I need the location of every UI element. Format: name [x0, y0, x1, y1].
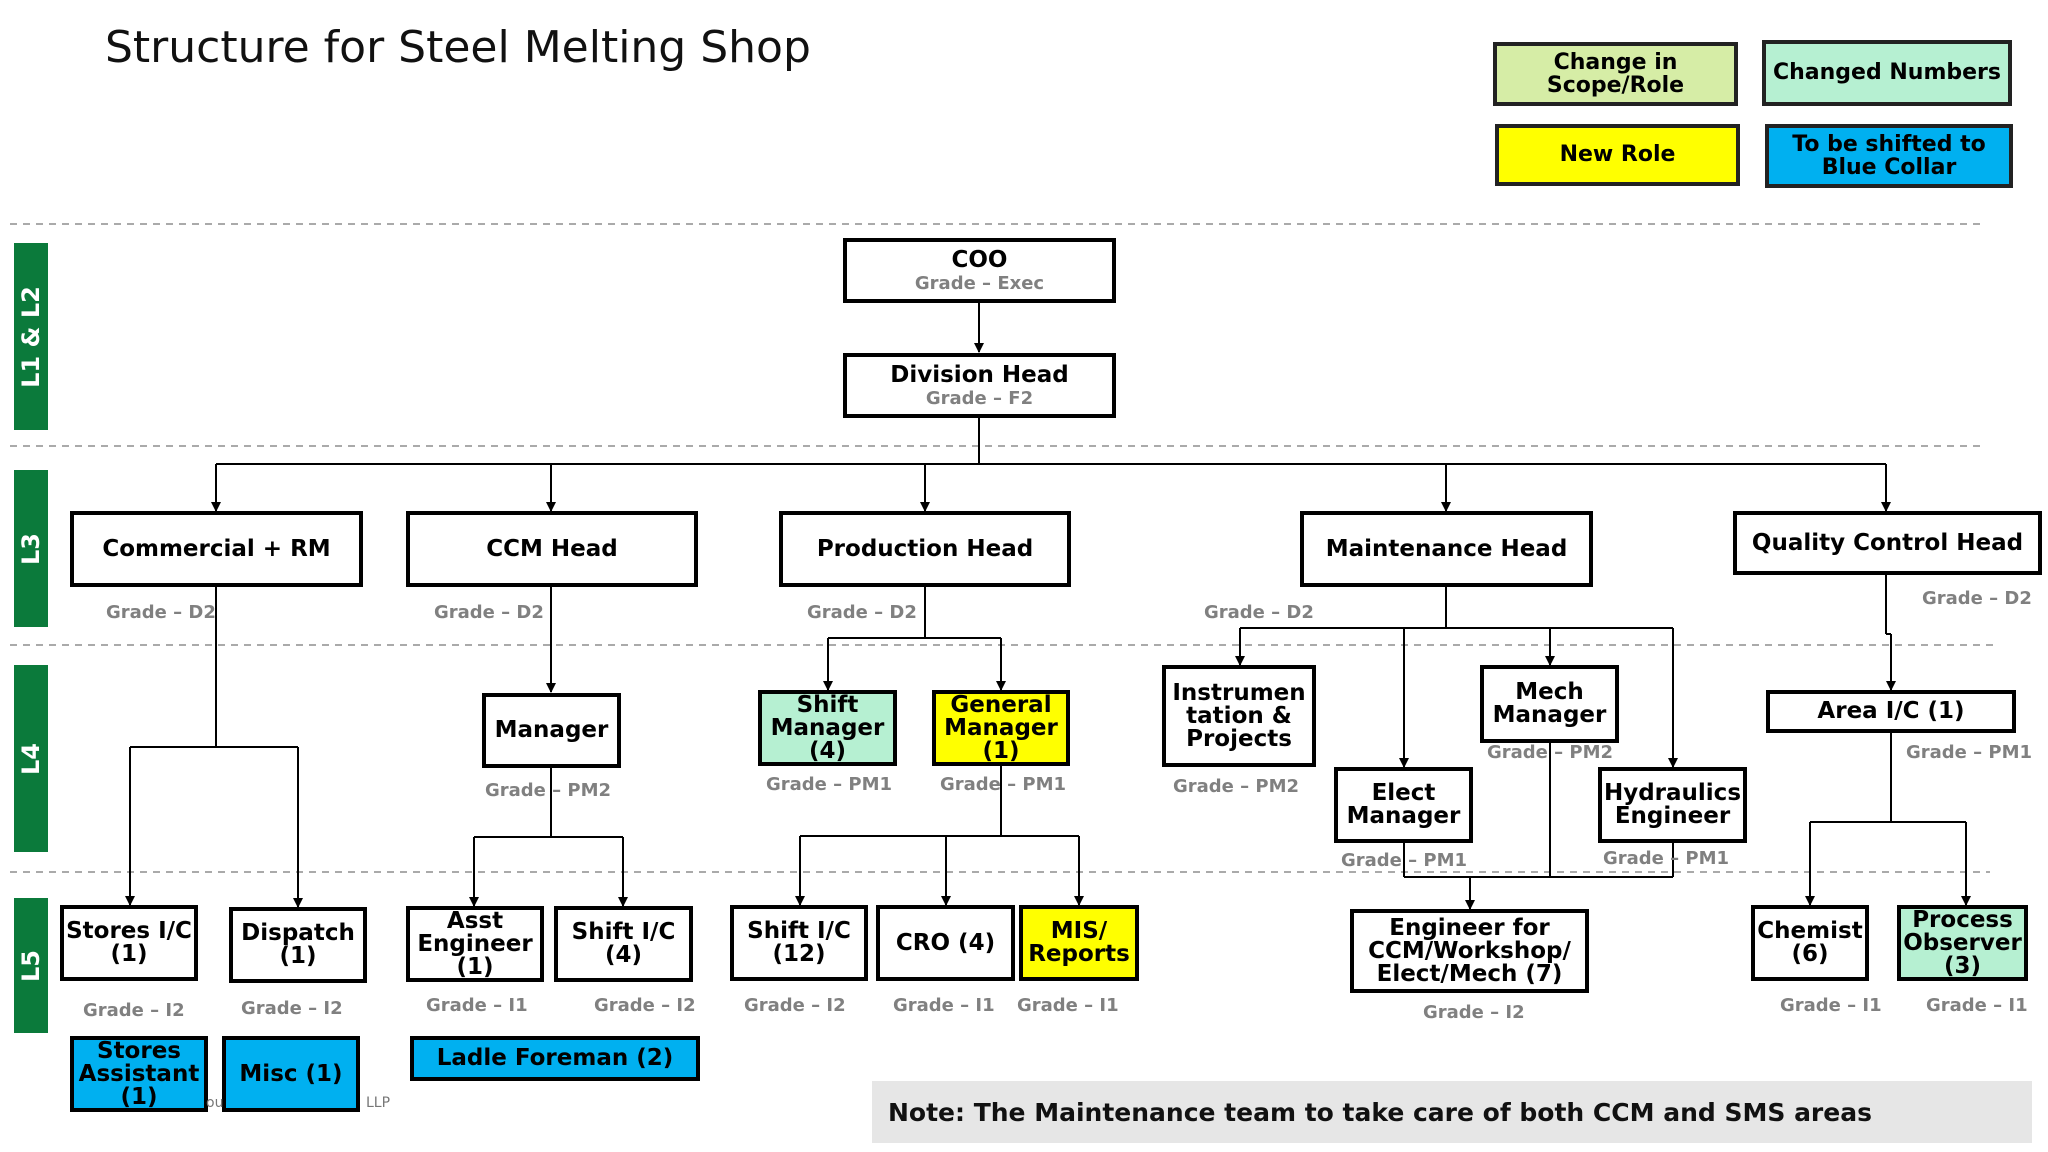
node-ladle-foreman: Ladle Foreman (2): [410, 1036, 700, 1081]
node-label: Division Head: [890, 361, 1069, 388]
node-maintenance-head: Maintenance Head: [1300, 511, 1593, 587]
grade-maintenance-head: Grade – D2: [1204, 602, 1314, 623]
grade-production-head: Grade – D2: [807, 602, 917, 623]
node-area-ic: Area I/C (1): [1766, 690, 2016, 733]
node-hydraulics-engineer: Hydraulics Engineer: [1598, 767, 1747, 843]
grade-engineer-ccm: Grade – I2: [1423, 1002, 1525, 1023]
maintenance-note: Note: The Maintenance team to take care …: [872, 1081, 2032, 1143]
node-mis-reports: MIS/ Reports: [1019, 905, 1139, 981]
node-engineer-ccm: Engineer for CCM/Workshop/ Elect/Mech (7…: [1350, 909, 1589, 993]
grade-cro: Grade – I1: [893, 995, 995, 1016]
level-band-l4: L4: [14, 665, 48, 852]
node-shift-ic-4: Shift I/C (4): [554, 906, 693, 982]
grade-mis-reports: Grade – I1: [1017, 995, 1119, 1016]
legend-blue-collar: To be shifted to Blue Collar: [1765, 124, 2013, 188]
grade-mech-manager: Grade – PM2: [1487, 742, 1614, 763]
node-process-observer: Process Observer (3): [1897, 905, 2028, 981]
node-ccm-head: CCM Head: [406, 511, 698, 587]
level-band-l3: L3: [14, 470, 48, 627]
grade-quality-control-head: Grade – D2: [1922, 588, 2032, 609]
node-general-manager: General Manager (1): [932, 690, 1070, 766]
grade-stores-ic: Grade – I2: [83, 1000, 185, 1021]
node-elect-manager: Elect Manager: [1334, 767, 1473, 843]
grade-elect-manager: Grade – PM1: [1341, 850, 1468, 871]
node-mech-manager: Mech Manager: [1480, 665, 1619, 743]
grade-dispatch: Grade – I2: [241, 998, 343, 1019]
grade-shift-ic-12: Grade – I2: [744, 995, 846, 1016]
level-band-l5: L5: [14, 898, 48, 1033]
grade-manager: Grade – PM2: [485, 780, 612, 801]
grade-shift-manager: Grade – PM1: [766, 774, 893, 795]
page-title: Structure for Steel Melting Shop: [105, 22, 811, 73]
node-production-head: Production Head: [779, 511, 1071, 587]
grade-asst-engineer: Grade – I1: [426, 995, 528, 1016]
grade-commercial-rm: Grade – D2: [106, 602, 216, 623]
node-misc: Misc (1): [222, 1036, 360, 1112]
node-cro: CRO (4): [876, 905, 1015, 981]
node-dispatch: Dispatch (1): [229, 907, 367, 983]
grade-shift-ic-4: Grade – I2: [594, 995, 696, 1016]
footer-fragment-left: ou: [206, 1095, 224, 1111]
node-label: COO: [951, 246, 1008, 273]
node-quality-control-head: Quality Control Head: [1733, 511, 2042, 575]
grade-process-observer: Grade – I1: [1926, 995, 2028, 1016]
node-grade: Grade – F2: [925, 387, 1034, 409]
legend-change-scope: Change in Scope/Role: [1493, 42, 1738, 106]
grade-general-manager: Grade – PM1: [940, 774, 1067, 795]
node-commercial-rm: Commercial + RM: [70, 511, 363, 587]
node-stores-assistant: Stores Assistant (1): [70, 1036, 208, 1112]
grade-chemist: Grade – I1: [1780, 995, 1882, 1016]
grade-ccm-head: Grade – D2: [434, 602, 544, 623]
legend-new-role: New Role: [1495, 124, 1740, 186]
legend-changed-numbers: Changed Numbers: [1762, 40, 2012, 106]
grade-area-ic: Grade – PM1: [1906, 742, 2033, 763]
node-chemist: Chemist (6): [1751, 905, 1869, 981]
footer-fragment-right: LLP: [366, 1095, 391, 1111]
node-instrumentation: Instrumen tation & Projects: [1162, 665, 1316, 767]
grade-hydraulics-engineer: Grade – PM1: [1603, 848, 1730, 869]
grade-instrumentation: Grade – PM2: [1173, 776, 1300, 797]
node-manager: Manager: [482, 693, 621, 768]
level-band-l1-l2: L1 & L2: [14, 243, 48, 430]
node-shift-ic-12: Shift I/C (12): [730, 905, 868, 981]
node-stores-ic: Stores I/C (1): [60, 905, 198, 981]
node-asst-engineer: Asst Engineer (1): [406, 906, 544, 982]
node-shift-manager: Shift Manager (4): [758, 690, 897, 766]
node-grade: Grade – Exec: [914, 272, 1045, 294]
